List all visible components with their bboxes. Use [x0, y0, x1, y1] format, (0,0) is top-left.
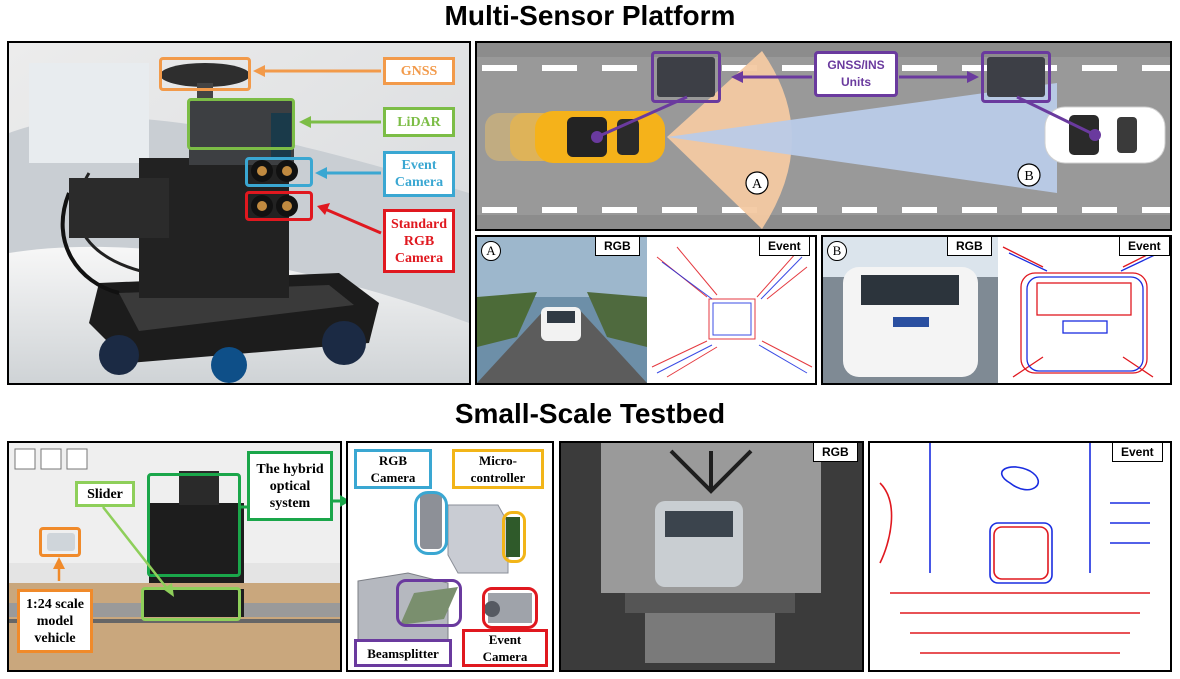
micro-controller-highlight [502, 511, 526, 563]
slider-highlight [141, 587, 241, 621]
gnss-label: GNSS [383, 57, 455, 85]
gnss-highlight [159, 57, 251, 91]
view-a-event-tag: Event [759, 237, 810, 256]
micro-controller-label: Micro-controller [452, 449, 544, 489]
testbed-arrows [53, 505, 247, 597]
event-camera-label: Event Camera [383, 151, 455, 197]
view-a-images [477, 237, 815, 383]
rgb-camera-label: Standard RGB Camera [383, 209, 455, 273]
testbed-event-panel: Event [868, 441, 1172, 672]
road-diagram-panel: A B GNSS/INS Units [475, 41, 1172, 231]
lidar-label: LiDAR [383, 107, 455, 137]
slider-label: Slider [75, 481, 135, 507]
event-camera-highlight [245, 157, 313, 187]
hybrid-system-highlight [147, 473, 241, 577]
rgb-camera-part-label: RGB Camera [354, 449, 432, 489]
rgb-camera-part-highlight [414, 491, 448, 555]
hybrid-diagram-panel: RGB Camera Micro-controller Beamsplitter… [346, 441, 554, 672]
view-b-images [823, 237, 1170, 383]
view-b-panel: B RGB Event [821, 235, 1172, 385]
view-b-marker: B [827, 241, 847, 261]
beamsplitter-label: Beamsplitter [354, 639, 452, 667]
hybrid-to-diagram-arrow [330, 495, 350, 507]
testbed-rgb-image [561, 443, 862, 670]
event-camera-part-label: Event Camera [462, 629, 548, 667]
testbed-photo-panel: Slider The hybrid optical system 1:24 sc… [7, 441, 342, 672]
hybrid-system-label: The hybrid optical system [247, 451, 333, 521]
lidar-highlight [187, 98, 295, 150]
scale-vehicle-highlight [39, 527, 81, 557]
platform-photo-panel: GNSS LiDAR Event Camera Standard RGB Cam… [7, 41, 471, 385]
beamsplitter-highlight [396, 579, 462, 627]
platform-arrows [253, 65, 382, 235]
testbed-rgb-panel: RGB [559, 441, 864, 672]
platform-photo [9, 43, 469, 383]
view-b-rgb-tag: RGB [947, 237, 992, 256]
testbed-event-image [870, 443, 1170, 670]
view-a-rgb-tag: RGB [595, 237, 640, 256]
scale-vehicle-label: 1:24 scale model vehicle [17, 589, 93, 653]
gnss-ins-units-label: GNSS/INS Units [814, 51, 898, 97]
view-a-panel: A RGB Event [475, 235, 817, 385]
testbed-title: Small-Scale Testbed [454, 398, 726, 429]
road-marker-a: A [752, 177, 763, 192]
view-a-marker: A [481, 241, 501, 261]
view-b-event-tag: Event [1119, 237, 1170, 256]
road-marker-b: B [1024, 169, 1033, 184]
ins-unit-highlight-lead [981, 51, 1051, 103]
platform-title: Multi-Sensor Platform [444, 0, 736, 31]
rgb-camera-highlight [245, 191, 313, 221]
ins-unit-highlight-ego [651, 51, 721, 103]
testbed-event-tag: Event [1112, 443, 1163, 462]
event-camera-part-highlight [482, 587, 538, 629]
testbed-rgb-tag: RGB [813, 443, 858, 462]
